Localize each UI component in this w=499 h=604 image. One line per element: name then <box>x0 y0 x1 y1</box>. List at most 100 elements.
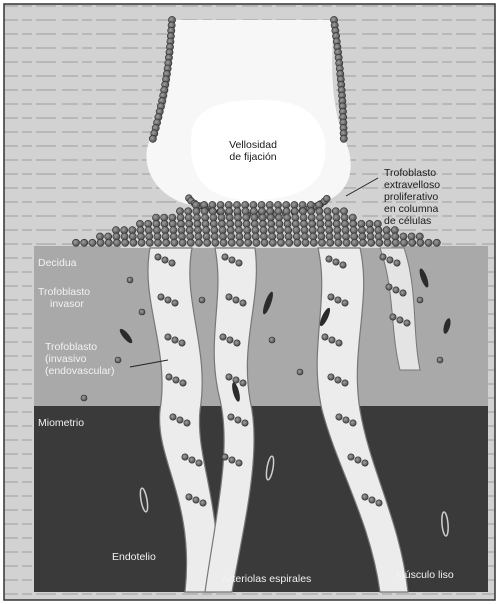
trophoblast-cell <box>81 239 88 246</box>
trophoblast-cell <box>393 287 399 293</box>
trophoblast-cell <box>362 460 368 466</box>
trophoblast-cell <box>322 334 328 340</box>
trophoblast-cell <box>220 334 226 340</box>
trophoblast-cell <box>154 239 161 246</box>
trophoblast-cell <box>397 317 403 323</box>
trophoblast-cell <box>233 297 239 303</box>
trophoblast-cell <box>171 239 178 246</box>
trophoblast-cell <box>355 457 361 463</box>
trophoblast-cell <box>155 254 161 260</box>
label-trofoblasto-extravelloso-line4: en columna <box>384 203 440 215</box>
trophoblast-cell <box>169 260 175 266</box>
trophoblast-cell <box>336 340 342 346</box>
trophoblast-cell <box>328 374 334 380</box>
trophoblast-cell <box>340 135 347 142</box>
trophoblast-cell <box>348 454 354 460</box>
label-trofoblasto-invasor: Trofoblasto invasor <box>38 286 90 310</box>
trophoblast-cell <box>333 259 339 265</box>
trophoblast-cell <box>195 239 202 246</box>
trophoblast-cell <box>105 239 112 246</box>
trophoblast-cell <box>409 239 416 246</box>
trophoblast-cell <box>437 357 443 363</box>
trophoblast-cell <box>184 420 190 426</box>
trophoblast-cell <box>222 454 228 460</box>
trophoblast-cell <box>187 239 194 246</box>
trophoblast-cell <box>189 457 195 463</box>
trophoblast-cell <box>177 417 183 423</box>
trophoblast-cell <box>318 239 325 246</box>
trophoblast-cell <box>294 239 301 246</box>
trophoblast-cell <box>433 239 440 246</box>
trophoblast-cell <box>115 357 121 363</box>
trophoblast-cell <box>359 239 366 246</box>
trophoblast-cell <box>269 239 276 246</box>
trophoblast-cell <box>245 239 252 246</box>
trophoblast-cell <box>196 460 202 466</box>
label-trofoblasto-invasor-line2: invasor <box>38 298 90 310</box>
trophoblast-cell <box>400 239 407 246</box>
trophoblast-cell <box>162 257 168 263</box>
trophoblast-cell <box>158 294 164 300</box>
trophoblast-cell <box>127 277 133 283</box>
label-trofoblasto-extravelloso-line5: de células <box>384 215 440 227</box>
trophoblast-cell <box>170 414 176 420</box>
trophoblast-cell <box>342 300 348 306</box>
trophoblast-cell <box>342 380 348 386</box>
trophoblast-cell <box>89 239 96 246</box>
trophoblast-cell <box>387 257 393 263</box>
trophoblast-cell <box>376 500 382 506</box>
trophoblast-cell <box>228 239 235 246</box>
trophoblast-cell <box>236 239 243 246</box>
trophoblast-cell <box>200 500 206 506</box>
label-trofoblasto-extravelloso-line3: proliferativo <box>384 191 440 203</box>
trophoblast-cell <box>81 395 87 401</box>
trophoblast-cell <box>376 239 383 246</box>
trophoblast-cell <box>261 239 268 246</box>
trophoblast-cell <box>138 239 145 246</box>
trophoblast-cell <box>343 239 350 246</box>
label-vellosidad-line1: Vellosidad <box>213 139 293 151</box>
trophoblast-cell <box>233 377 239 383</box>
trophoblast-cell <box>335 377 341 383</box>
label-vellosidad: Vellosidad de fijación <box>213 139 293 163</box>
trophoblast-cell <box>149 135 156 142</box>
trophoblast-cell <box>165 297 171 303</box>
trophoblast-cell <box>302 239 309 246</box>
trophoblast-cell <box>425 239 432 246</box>
trophoblast-cell <box>163 239 170 246</box>
trophoblast-cell <box>404 320 410 326</box>
trophoblast-cell <box>277 239 284 246</box>
trophoblast-cell <box>351 239 358 246</box>
trophoblast-cell <box>328 294 334 300</box>
trophoblast-cell <box>122 239 129 246</box>
label-trofoblasto-endovascular-line2: (invasivo <box>45 353 114 365</box>
trophoblast-cell <box>390 314 396 320</box>
trophoblast-cell <box>130 239 137 246</box>
trophoblast-cell <box>182 454 188 460</box>
trophoblast-cell <box>179 340 185 346</box>
trophoblast-cell <box>139 309 145 315</box>
trophoblast-cell <box>226 374 232 380</box>
trophoblast-cell <box>323 195 330 202</box>
trophoblast-cell <box>204 239 211 246</box>
trophoblast-cell <box>329 337 335 343</box>
trophoblast-cell <box>269 337 275 343</box>
label-trofoblasto-extravelloso: Trofoblasto extravelloso proliferativo e… <box>384 167 440 227</box>
trophoblast-cell <box>394 260 400 266</box>
trophoblast-cell <box>234 340 240 346</box>
trophoblast-cell <box>229 257 235 263</box>
trophoblast-cell <box>227 337 233 343</box>
trophoblast-cell <box>226 294 232 300</box>
label-trofoblasto-endovascular-line3: (endovascular) <box>45 365 114 377</box>
label-miometrio: Miometrio <box>38 417 84 429</box>
trophoblast-cell <box>392 239 399 246</box>
label-trofoblasto-invasor-line1: Trofoblasto <box>38 286 90 298</box>
miometrio-layer <box>34 406 488 592</box>
trophoblast-cell <box>193 497 199 503</box>
trophoblast-cell <box>173 377 179 383</box>
trophoblast-cell <box>212 239 219 246</box>
trophoblast-cell <box>386 284 392 290</box>
label-vellosidad-line2: de fijación <box>213 151 293 163</box>
trophoblast-cell <box>146 239 153 246</box>
trophoblast-cell <box>180 380 186 386</box>
